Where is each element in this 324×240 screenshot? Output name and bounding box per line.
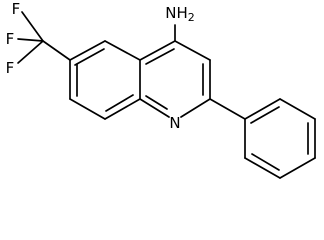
bond-ph1-ph2-inner	[250, 106, 280, 124]
bond-ph5-ph6-inner	[251, 153, 280, 171]
fluorine-label-3: F	[6, 59, 15, 77]
bond-cf3-f2	[17, 38, 44, 42]
bond-c8a-c8	[104, 98, 141, 120]
bond-c8-c7	[69, 98, 106, 120]
bond-cf3-f1	[21, 11, 44, 42]
bond-layer	[17, 11, 316, 179]
amine-label-subscript: 2	[188, 11, 195, 24]
bond-c4-c3	[174, 40, 211, 61]
fluorine-label-2: F	[6, 30, 15, 48]
bond-c4a-c4	[139, 40, 176, 61]
bond-c5-c5-inner	[74, 48, 105, 66]
label-layer: F F F NH2 N	[6, 0, 195, 132]
bond-ph5-ph6	[244, 157, 281, 179]
bond-n1-c8a	[139, 98, 170, 118]
bond-c2-n1	[180, 98, 211, 118]
ring-nitrogen-label: N	[169, 114, 180, 132]
chemical-structure-diagram: F F F NH2 N	[6, 0, 316, 179]
fluorine-label-1: F	[12, 0, 21, 18]
bond-c8-c8-inner	[105, 94, 134, 112]
bond-n1-c8a-inner	[145, 95, 168, 110]
bond-ph1-ph2	[244, 98, 281, 120]
structure-canvas: F F F NH2 N	[5, 0, 316, 179]
bond-c4a-c4-inner	[145, 48, 175, 65]
bond-cf3-f3	[17, 40, 44, 64]
bond-c6-c5	[69, 40, 106, 61]
bond-ph4-ph5	[279, 157, 316, 179]
bond-ph2-ph3	[279, 98, 316, 120]
bond-c5-c4a	[104, 40, 141, 61]
bond-cf3-to-ring	[42, 40, 71, 61]
amine-label: NH2	[165, 4, 195, 24]
amine-label-main: NH	[165, 4, 188, 22]
bond-c2-phenyl	[209, 98, 246, 120]
